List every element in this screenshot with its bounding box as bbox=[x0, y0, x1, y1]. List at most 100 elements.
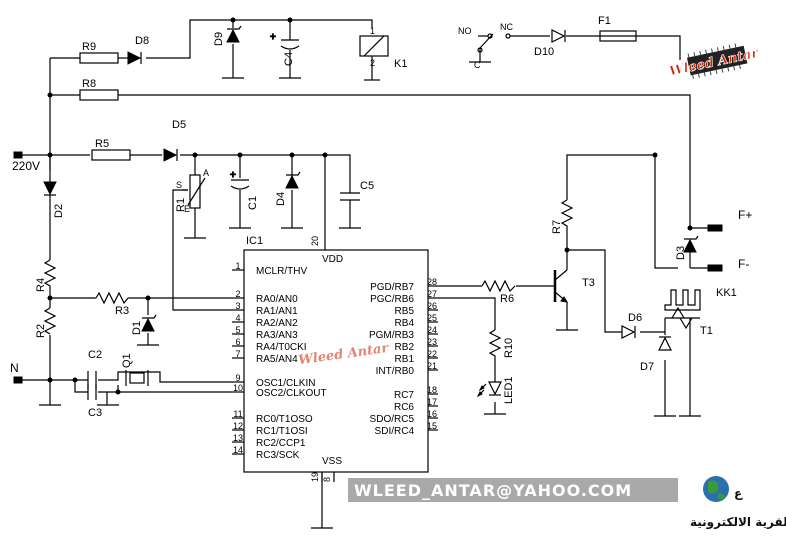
ic1-pin-number: 5 bbox=[235, 325, 240, 335]
ic1-pin-number: 13 bbox=[233, 433, 243, 443]
ic1-pin-name: RC2/CCP1 bbox=[256, 438, 306, 449]
diode-d7 bbox=[658, 336, 672, 351]
diode-d10 bbox=[551, 29, 566, 43]
terminal-labels: 220V N F+ F- NO NC C S A E 1 2 bbox=[10, 22, 752, 375]
diodes bbox=[43, 25, 699, 398]
ic1-pin-number: 23 bbox=[427, 337, 437, 347]
ic1-pin-number: 7 bbox=[235, 349, 240, 359]
label-no: NO bbox=[458, 26, 472, 36]
ic1-pin-name: OSC1/CLKIN bbox=[256, 378, 315, 389]
ic1-pin-number: 27 bbox=[427, 289, 437, 299]
ic1-pin-name: RA4/T0CKI bbox=[256, 342, 307, 353]
label-d5: D5 bbox=[172, 119, 186, 131]
ic1-pin-name: RA1/AN1 bbox=[256, 306, 298, 317]
svg-text:+: + bbox=[270, 32, 276, 43]
ic1-pin-name: RC6 bbox=[394, 402, 414, 413]
logo-text-top: Wleed Antar bbox=[668, 46, 761, 80]
ic1-pin-name: RA2/AN2 bbox=[256, 318, 298, 329]
ic1-pin-number: 9 bbox=[235, 373, 240, 383]
ic1-pin-name: SDI/RC4 bbox=[375, 426, 415, 437]
diode-d5 bbox=[163, 148, 178, 162]
label-r2: R2 bbox=[35, 324, 47, 338]
crystal-q1 bbox=[125, 370, 149, 386]
ic1-pin-name: OSC2/CLKOUT bbox=[256, 388, 327, 399]
label-r6: R6 bbox=[500, 293, 514, 305]
ic1-pin-number: 21 bbox=[427, 361, 437, 371]
resistor-r4 bbox=[43, 259, 57, 288]
ic1-vdd-pin: 20 bbox=[310, 236, 320, 246]
zener-d1 bbox=[141, 314, 157, 332]
ic1-pin-name: SDO/RC5 bbox=[370, 414, 415, 425]
resistor-r7 bbox=[560, 199, 574, 230]
label-d4: D4 bbox=[275, 192, 287, 206]
ic1-pin-name: RC1/T1OSI bbox=[256, 426, 308, 437]
diode-d6 bbox=[621, 325, 636, 339]
ic1-pin-name: PGD/RB7 bbox=[370, 282, 414, 293]
label-d3: D3 bbox=[675, 246, 687, 260]
ic1-vdd-label: VDD bbox=[322, 254, 343, 265]
ic1-pin-name: RC7 bbox=[394, 390, 414, 401]
resistors bbox=[43, 52, 574, 360]
label-nc: NC bbox=[500, 22, 513, 32]
label-k1: K1 bbox=[394, 58, 407, 70]
resistor-r3 bbox=[95, 291, 129, 305]
terminals bbox=[13, 151, 723, 384]
label-d10: D10 bbox=[534, 46, 554, 58]
potentiometer-r1 bbox=[189, 174, 201, 209]
label-pot-e: E bbox=[184, 204, 190, 214]
label-q1: Q1 bbox=[121, 353, 133, 368]
label-t1: T1 bbox=[700, 325, 713, 337]
diode-d2 bbox=[43, 170, 57, 196]
ic1-pin-number: 14 bbox=[233, 445, 243, 455]
resistor-r6 bbox=[481, 279, 516, 293]
ic1-pin-number: 15 bbox=[427, 421, 437, 431]
email-watermark: WLEED_ANTAR@YAHOO.COM bbox=[348, 478, 678, 502]
label-c5: C5 bbox=[360, 180, 374, 192]
label-r4: R4 bbox=[35, 278, 47, 292]
capacitors: + + bbox=[87, 31, 360, 400]
label-c2: C2 bbox=[88, 349, 102, 361]
zener-d9 bbox=[226, 25, 242, 43]
ic1-vss-label: VSS bbox=[322, 456, 342, 467]
resistor-r2 bbox=[43, 307, 57, 335]
ic1-pin-number: 26 bbox=[427, 301, 437, 311]
label-c4: C4 bbox=[283, 52, 295, 66]
ic1-pin-number: 4 bbox=[235, 313, 240, 323]
ic1-pin-name: PGM/RB3 bbox=[369, 330, 414, 341]
capacitor-c3 bbox=[87, 384, 97, 400]
ic1-body bbox=[232, 249, 438, 482]
label-c3: C3 bbox=[88, 407, 102, 419]
ic1-right-pins: 28PGD/RB727PGC/RB626RB525RB424PGM/RB323R… bbox=[369, 277, 437, 437]
ic1-pin-number: 24 bbox=[427, 325, 437, 335]
ic1-pin-number: 18 bbox=[427, 385, 437, 395]
diode-d8 bbox=[127, 51, 142, 65]
label-d2: D2 bbox=[53, 204, 65, 218]
led-led1 bbox=[476, 381, 502, 398]
label-d6: D6 bbox=[628, 312, 642, 324]
junctions bbox=[47, 17, 693, 395]
ground-symbols bbox=[39, 61, 701, 529]
capacitor-c4 bbox=[280, 39, 300, 50]
label-d7: D7 bbox=[640, 361, 654, 373]
ic1-pin-number: 16 bbox=[427, 409, 437, 419]
relay-coil-k1 bbox=[359, 35, 389, 57]
label-f-minus: F- bbox=[738, 257, 749, 271]
resistor-r5 bbox=[91, 149, 131, 161]
wleed-antar-logo-top: Wleed Antar bbox=[668, 43, 761, 80]
arabic-text: القرية الالكترونية bbox=[690, 515, 786, 530]
capacitor-c5 bbox=[340, 192, 360, 201]
label-pot-a: A bbox=[203, 168, 209, 178]
label-d1: D1 bbox=[131, 321, 143, 335]
label-r10: R10 bbox=[503, 338, 515, 358]
ic1-pin-name: RC3/SCK bbox=[256, 450, 300, 461]
transistor-t3 bbox=[553, 269, 568, 303]
label-kk1: KK1 bbox=[716, 287, 737, 299]
label-t3: T3 bbox=[582, 277, 595, 289]
zener-d4 bbox=[285, 170, 301, 189]
ic1-pin-name: RB4 bbox=[395, 318, 415, 329]
ic1-pin-name: INT/RB0 bbox=[376, 366, 415, 377]
ic1-pin-number: 10 bbox=[233, 383, 243, 393]
ic1-pin-name: RA5/AN4 bbox=[256, 354, 298, 365]
ic1-pin-number: 28 bbox=[427, 277, 437, 287]
